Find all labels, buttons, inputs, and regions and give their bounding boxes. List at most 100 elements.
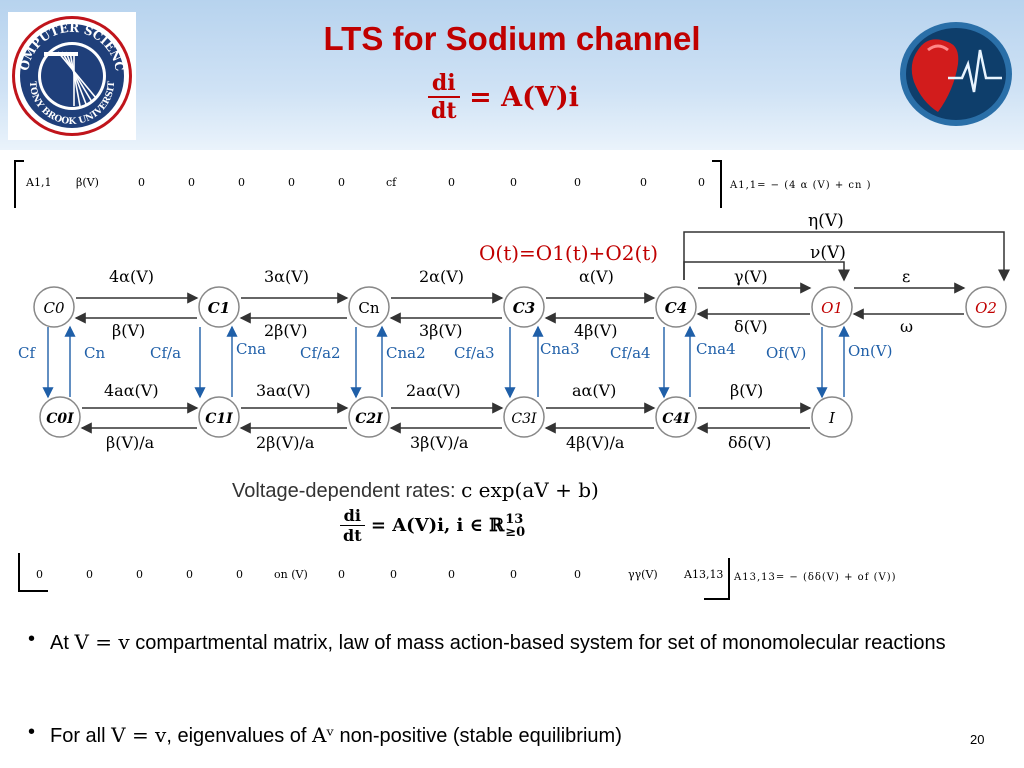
rate-delta: δ(V) xyxy=(734,317,768,336)
matrix-cell: A13,13 xyxy=(684,568,724,581)
matrix-right-bracket-bottom xyxy=(704,558,730,600)
rate-3beta-over-a: 3β(V)/a xyxy=(410,433,469,452)
bottom-equation-rhs: = A(V)i, i ∈ ℝ xyxy=(370,515,505,536)
eta-label: η(V) xyxy=(808,211,844,231)
rate-gamma: γ(V) xyxy=(734,267,768,286)
nu-label: ν(V) xyxy=(810,243,846,263)
bottom-equation-subscript: ≥0 xyxy=(505,524,526,540)
bullet-dot: • xyxy=(28,721,36,743)
state-c2i: C2I xyxy=(348,396,390,438)
matrix-cell: on (V) xyxy=(274,568,308,581)
state-i: I xyxy=(811,396,853,438)
rate-3a-alpha: 3aα(V) xyxy=(256,381,311,400)
bullet-math-matrix: Aᵛ xyxy=(312,723,334,747)
rate-on: On(V) xyxy=(848,342,893,360)
state-cn: Cn xyxy=(348,286,390,328)
svg-text:C2I: C2I xyxy=(355,411,383,427)
matrix-cell: 0 xyxy=(640,176,647,189)
rate-2beta-over-a: 2β(V)/a xyxy=(256,433,315,452)
state-c3i: C3I xyxy=(503,396,545,438)
matrix-cell: 0 xyxy=(136,568,143,581)
top-equation-numerator: di xyxy=(428,70,460,98)
matrix-cell: 0 xyxy=(390,568,397,581)
state-c0: C0 xyxy=(33,286,75,328)
matrix-cell: 0 xyxy=(188,176,195,189)
matrix-cell: γγ(V) xyxy=(628,568,658,581)
rate-cf-over-a4: Cf/a4 xyxy=(610,344,651,362)
rate-deltadelta: δδ(V) xyxy=(728,433,771,452)
rate-cn-a4: Cna4 xyxy=(696,340,736,358)
matrix-left-bracket-top xyxy=(14,160,24,212)
header-band xyxy=(0,0,1024,150)
matrix-first-row-definition: A1,1= − (4 α (V) + cn ) xyxy=(730,180,872,191)
matrix-cell: 0 xyxy=(138,176,145,189)
matrix-cell: 0 xyxy=(510,176,517,189)
matrix-cell: β(V) xyxy=(76,176,99,189)
rate-4a-alpha: 4aα(V) xyxy=(104,381,159,400)
rate-of: Of(V) xyxy=(766,344,806,362)
matrix-cell: 0 xyxy=(510,568,517,581)
top-equation-rhs: = A(V)i xyxy=(469,81,579,113)
svg-text:O1: O1 xyxy=(821,299,843,317)
top-equation-denominator: dt xyxy=(431,98,457,124)
matrix-cell: 0 xyxy=(86,568,93,581)
bullet-prefix: For all xyxy=(50,725,106,747)
rate-cf-over-a3: Cf/a3 xyxy=(454,344,495,362)
matrix-cell: 0 xyxy=(288,176,295,189)
state-c1i: C1I xyxy=(198,396,240,438)
svg-text:C3I: C3I xyxy=(511,411,537,427)
matrix-cell: 0 xyxy=(36,568,43,581)
rates-label: Voltage-dependent rates: xyxy=(232,480,456,502)
rate-cn-a: Cna xyxy=(236,340,266,358)
bottom-equation-superscript: 13 xyxy=(505,511,524,527)
rate-cf: Cf xyxy=(18,344,36,362)
matrix-cell: 0 xyxy=(186,568,193,581)
rate-cn-a3: Cna3 xyxy=(540,340,580,358)
bullet-prefix: At xyxy=(50,632,69,654)
matrix-cell: 0 xyxy=(698,176,705,189)
bullet-mid: , eigenvalues of xyxy=(166,725,307,747)
matrix-cell: cf xyxy=(386,176,397,189)
svg-text:O2: O2 xyxy=(975,299,997,317)
rates-formula: c exp(aV + b) xyxy=(461,478,599,502)
matrix-cell: 0 xyxy=(338,568,345,581)
svg-text:C1: C1 xyxy=(208,299,230,317)
svg-text:C3: C3 xyxy=(513,299,535,317)
bullet-text: non-positive (stable equilibrium) xyxy=(339,725,622,747)
stony-brook-cs-logo: COMPUTER SCIENCE STONY BROOK UNIVERSITY xyxy=(3,1,136,140)
rate-4alpha: 4α(V) xyxy=(109,267,154,286)
rate-4beta: 4β(V) xyxy=(574,321,617,340)
sodium-channel-state-diagram: O(t)=O1(t)+O2(t) η(V) ν(V) C0 C1 Cn C3 C… xyxy=(14,208,1014,553)
rate-omega: ω xyxy=(900,317,913,336)
state-c1: C1 xyxy=(198,286,240,328)
rate-cn-a2: Cna2 xyxy=(386,344,426,362)
rate-a-alpha: aα(V) xyxy=(572,381,616,400)
matrix-right-bracket-top xyxy=(712,160,722,212)
matrix-cell: 0 xyxy=(448,568,455,581)
matrix-last-row-definition: A13,13= − (δδ(V) + of (V)) xyxy=(734,572,897,583)
svg-text:I: I xyxy=(828,409,836,427)
matrix-cell: 0 xyxy=(236,568,243,581)
rate-3alpha: 3α(V) xyxy=(264,267,309,286)
rate-beta: β(V) xyxy=(112,321,145,340)
page-number: 20 xyxy=(970,732,985,747)
state-c0i: C0I xyxy=(39,396,81,438)
matrix-cell: 0 xyxy=(448,176,455,189)
rate-3beta: 3β(V) xyxy=(419,321,462,340)
state-o1: O1 xyxy=(811,286,853,328)
matrix-cell: 0 xyxy=(238,176,245,189)
top-equation: di dt = A(V)i xyxy=(428,70,579,124)
bullet-dot: • xyxy=(28,628,36,650)
rate-beta-c4i-i: β(V) xyxy=(730,381,763,400)
matrix-cell: 0 xyxy=(338,176,345,189)
rate-cf-over-a2: Cf/a2 xyxy=(300,344,341,362)
top-equation-fraction: di dt xyxy=(428,70,460,124)
svg-text:C4: C4 xyxy=(665,299,687,317)
rate-beta-over-a: β(V)/a xyxy=(106,433,155,452)
nu-arrow xyxy=(683,261,850,282)
svg-text:C0I: C0I xyxy=(46,411,74,427)
svg-text:Cn: Cn xyxy=(358,299,379,317)
open-probability-label: O(t)=O1(t)+O2(t) xyxy=(479,241,658,265)
state-c4i: C4I xyxy=(655,396,697,438)
